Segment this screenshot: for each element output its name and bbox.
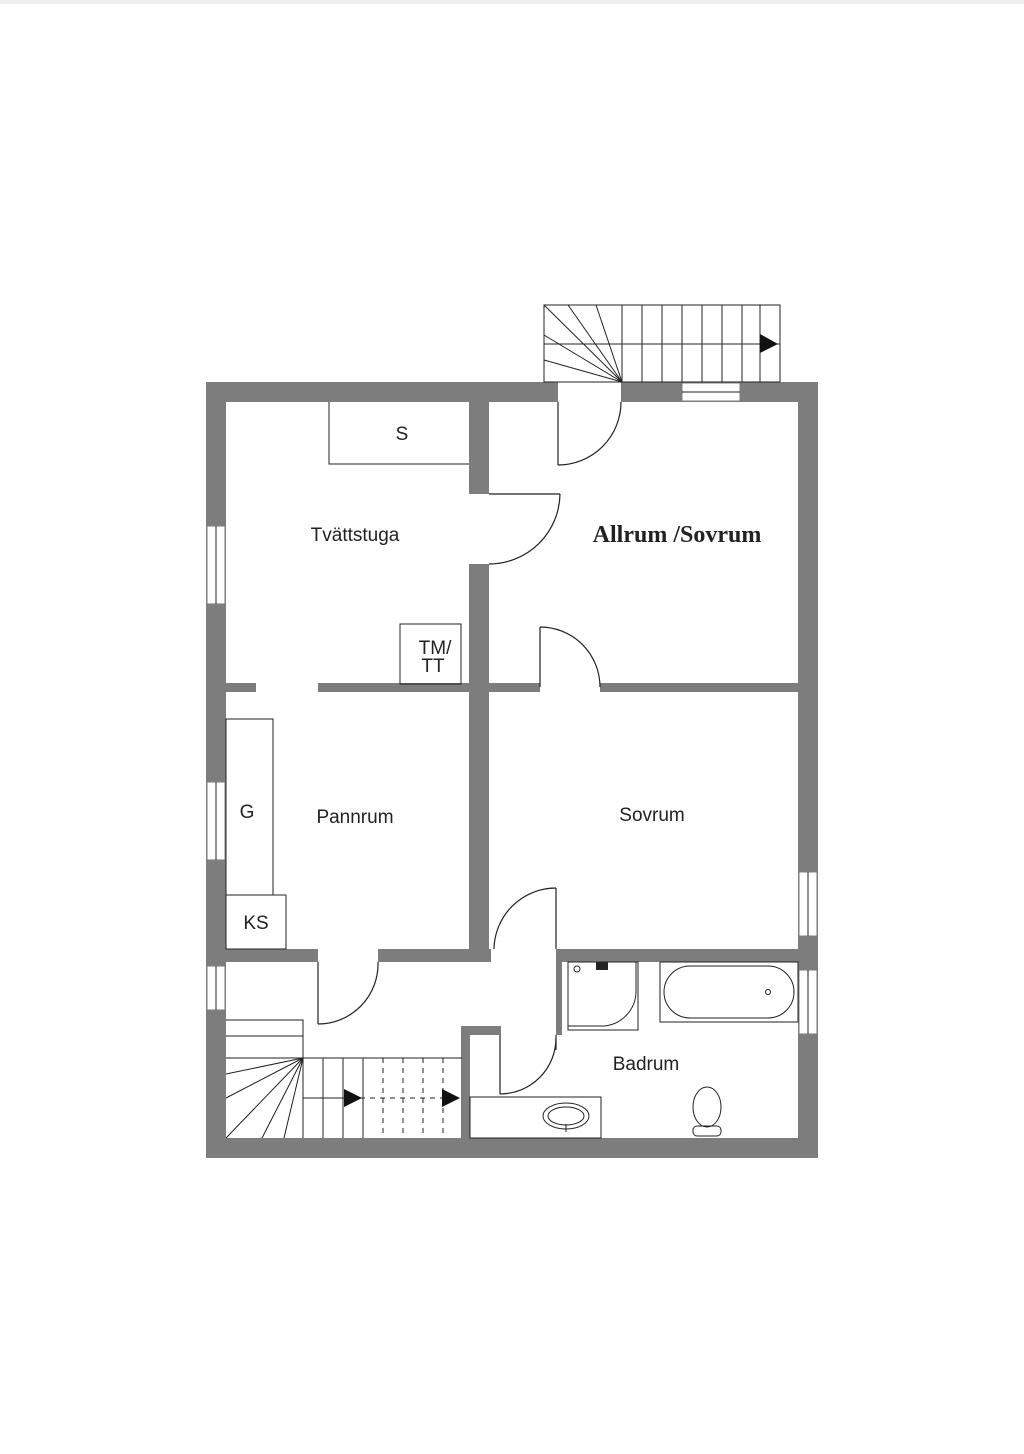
fixture-label-tt: TT bbox=[421, 656, 445, 677]
outdoor-stair bbox=[543, 304, 781, 383]
fixture-label-tm: TM/ bbox=[419, 638, 452, 659]
fixture-label-g: G bbox=[240, 802, 255, 823]
room-label-sovrum: Sovrum bbox=[619, 805, 684, 826]
room-label-allrum-sovrum: Allrum /Sovrum bbox=[593, 522, 762, 548]
interior-walls bbox=[226, 402, 818, 1138]
doors bbox=[317, 401, 622, 1095]
windows bbox=[206, 382, 818, 1035]
indoor-stair bbox=[225, 1019, 462, 1139]
room-label-badrum: Badrum bbox=[613, 1054, 680, 1075]
top-bar bbox=[0, 0, 1024, 4]
room-label-tvattstuga: Tvättstuga bbox=[311, 525, 400, 546]
room-label-pannrum: Pannrum bbox=[316, 807, 393, 828]
fixture-label-storage: S bbox=[396, 424, 409, 445]
fixtures bbox=[225, 402, 799, 1139]
outer-walls bbox=[206, 382, 818, 1158]
fixture-label-ks: KS bbox=[243, 913, 268, 934]
